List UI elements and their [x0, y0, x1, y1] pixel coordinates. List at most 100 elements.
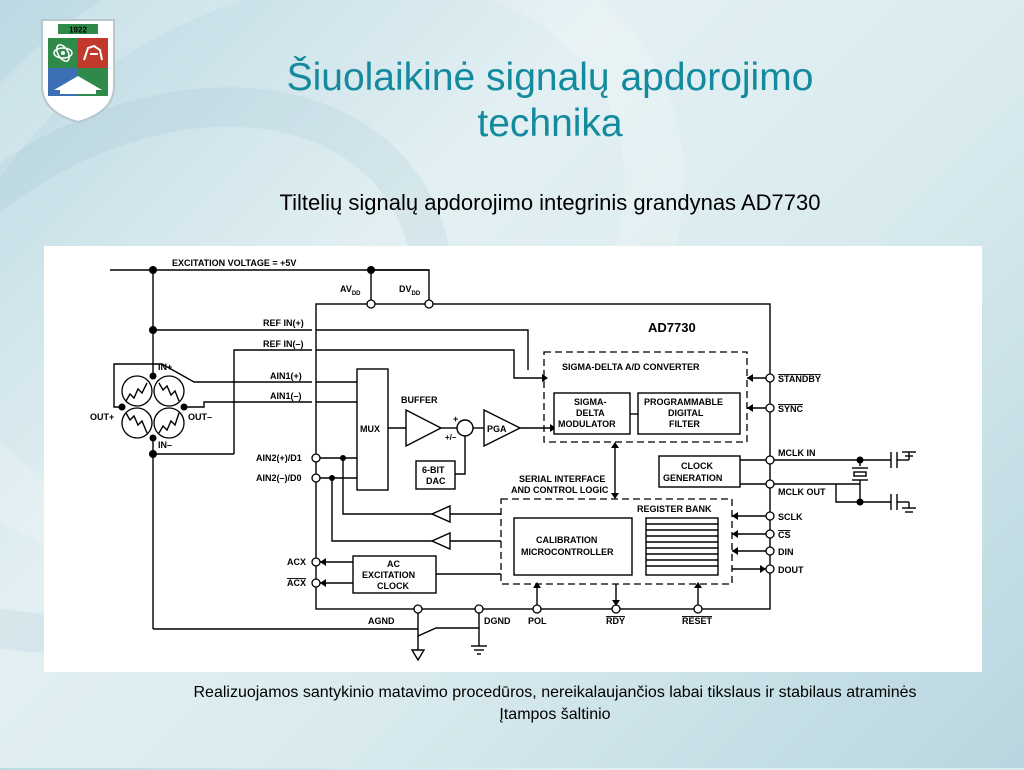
ac-clock-label: CLOCK [377, 581, 409, 591]
wire [342, 458, 432, 515]
bridge-out-plus-label: OUT+ [90, 412, 114, 422]
pin-pol [532, 604, 542, 614]
bridge-in-minus-label: IN– [158, 440, 172, 450]
ain1-plus-line [113, 363, 312, 408]
slide-title-line: Šiuolaikinė signalų apdorojimo [286, 56, 814, 99]
pin-cs [765, 529, 775, 539]
ref-plus-internal [316, 329, 529, 370]
ref-minus-internal [316, 349, 542, 379]
calibration-label: MICROCONTROLLER [521, 547, 614, 557]
mux-label: MUX [360, 424, 380, 434]
pin-acx [311, 557, 321, 567]
output-driver-d1 [430, 504, 451, 524]
ad7730-block-diagram: AD7730 EXCITATION VOLTAGE = +5V AVDD DVD… [44, 246, 982, 672]
pin-label-acx-bar: ACX [287, 578, 306, 588]
filter-label: FILTER [669, 419, 700, 429]
pin-rdy [611, 604, 621, 614]
slide-title-line: technika [477, 102, 623, 145]
sigma-delta-converter-group [543, 351, 748, 443]
digital-ground-symbol [471, 645, 487, 655]
pin-dvdd [424, 299, 434, 309]
dvdd-line [371, 269, 430, 301]
caption-line: Įtampos šaltinio [499, 706, 611, 723]
pin-label-ain2-minus: AIN2(–)/D0 [256, 473, 302, 483]
pin-label-pol: POL [528, 616, 547, 626]
wire [331, 478, 432, 542]
pin-label-cs: CS [778, 530, 791, 540]
filter-label: PROGRAMMABLE [644, 397, 723, 407]
summing-junction [456, 419, 474, 437]
pin-label-sync: SYNC [778, 404, 804, 414]
calibration-microcontroller-block [513, 517, 633, 576]
analog-ground-symbol [410, 649, 426, 662]
plus-sign: + [453, 414, 458, 424]
avdd-label: AVDD [340, 284, 361, 297]
dac-block [415, 460, 456, 490]
dac-label: DAC [426, 476, 446, 486]
dvdd-label: DVDD [399, 284, 421, 297]
buffer-triangle [405, 408, 443, 448]
wire [835, 484, 891, 503]
pin-label-sclk: SCLK [778, 512, 803, 522]
filter-label: DIGITAL [668, 408, 704, 418]
excitation-label: EXCITATION VOLTAGE = +5V [172, 258, 296, 268]
register-bank-label: REGISTER BANK [637, 504, 712, 514]
ref-in-minus-line [233, 349, 312, 454]
capacitor-symbol [890, 494, 916, 513]
bridge-in-plus-label: IN+ [158, 362, 172, 372]
chip-name: AD7730 [648, 320, 696, 335]
bridge-out-minus-label: OUT– [188, 412, 212, 422]
sigma-delta-converter-label: SIGMA-DELTA A/D CONVERTER [562, 362, 700, 372]
strain-gauge-bridge [118, 372, 188, 442]
pin-label-mclk-in: MCLK IN [778, 448, 816, 458]
pin-ain2-plus [311, 453, 321, 463]
pin-label-standby: STANDBY [778, 374, 821, 384]
ain1-minus-line [184, 401, 312, 408]
pin-avdd [366, 299, 376, 309]
pin-ain2-minus [311, 473, 321, 483]
pin-label-ref-in-plus: REF IN(+) [263, 318, 304, 328]
calibration-label: CALIBRATION [536, 535, 597, 545]
pin-label-ain2-plus: AIN2(+)/D1 [256, 453, 302, 463]
output-driver-d0 [430, 531, 451, 551]
slide-subtitle: Tiltelių signalų apdorojimo integrinis g… [279, 190, 821, 215]
clock-label: CLOCK [681, 461, 713, 471]
sigma-delta-modulator-block [553, 392, 631, 435]
pin-label-acx: ACX [287, 557, 306, 567]
mux-block [356, 368, 389, 491]
pin-dgnd [474, 604, 484, 614]
pga-triangle [483, 408, 522, 448]
pin-label-agnd: AGND [368, 616, 395, 626]
modulator-label: DELTA [576, 408, 605, 418]
pin-dout [765, 564, 775, 574]
pin-label-dgnd: DGND [484, 616, 511, 626]
pin-din [765, 546, 775, 556]
block-diagram-svg: AD7730 EXCITATION VOLTAGE = +5V AVDD DVD… [90, 258, 916, 662]
digital-filter-block [637, 392, 741, 435]
pin-sclk [765, 511, 775, 521]
register-bank-block [645, 517, 719, 576]
ac-clock-label: AC [387, 559, 400, 569]
pin-mclk-in [765, 455, 775, 465]
plus-minus-sign: +/– [445, 433, 457, 442]
pin-reset [693, 604, 703, 614]
crystal-symbol [852, 467, 868, 481]
modulator-label: SIGMA- [574, 397, 607, 407]
slide-caption: Realizuojamos santykinio matavimo proced… [100, 682, 1010, 726]
serial-interface-label: AND CONTROL LOGIC [511, 485, 609, 495]
pin-label-dout: DOUT [778, 565, 804, 575]
modulator-label: MODULATOR [558, 419, 616, 429]
pin-label-din: DIN [778, 547, 794, 557]
pin-label-ain1-plus: AIN1(+) [270, 371, 302, 381]
serial-interface-label: SERIAL INTERFACE [519, 474, 605, 484]
wire [455, 461, 466, 475]
pin-label-ain1-minus: AIN1(–) [270, 391, 302, 401]
buffer-label: BUFFER [401, 395, 438, 405]
slide-title: Šiuolaikinė signalų apdorojimo technika [150, 55, 950, 147]
pin-sync [765, 403, 775, 413]
pin-agnd [413, 604, 423, 614]
pin-label-rdy: RDY [606, 616, 625, 626]
caption-line: Realizuojamos santykinio matavimo proced… [193, 684, 917, 701]
pin-mclk-out [765, 479, 775, 489]
pin-acx-bar [311, 578, 321, 588]
